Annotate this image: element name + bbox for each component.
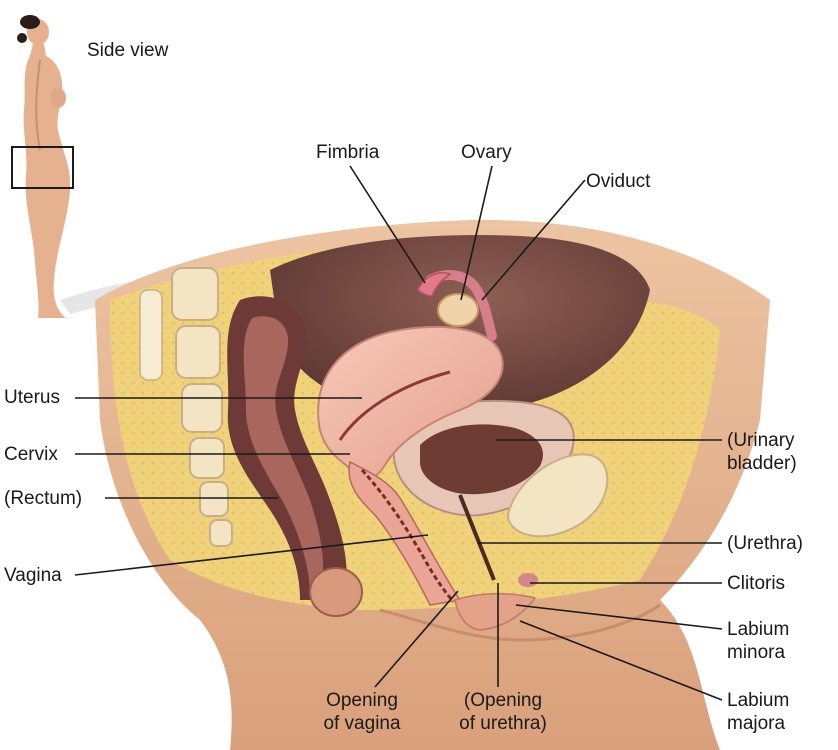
sacrum xyxy=(139,267,233,547)
vagina-canal xyxy=(348,460,462,606)
fimbria-shape xyxy=(417,272,452,297)
side-view-label: Side view xyxy=(87,40,169,61)
labium-minora-label: Labium minora xyxy=(727,618,789,664)
opening-of-urethra-label-line2: of urethra) xyxy=(459,713,547,734)
opening-of-urethra-label-line1: (Opening xyxy=(463,690,543,711)
urethra-tube xyxy=(458,494,496,581)
pubic-bone xyxy=(507,453,609,538)
cervix-label: Cervix xyxy=(4,444,58,465)
clitoris-shape xyxy=(518,573,538,587)
labium-majora-label-line2: majora xyxy=(727,713,786,734)
labium-majora-label: Labium majora xyxy=(727,689,789,735)
ovary-shape xyxy=(437,293,479,327)
vagina-label: Vagina xyxy=(4,565,62,586)
opening-of-vagina-label-line2: of vagina xyxy=(323,713,401,734)
urinary-bladder-label-line2: bladder) xyxy=(727,453,797,474)
labium-majora-label-line1: Labium xyxy=(727,690,790,711)
focus-box xyxy=(11,146,74,189)
labium-minora-label-line1: Labium xyxy=(727,619,790,640)
labia-shape xyxy=(454,593,537,631)
opening-of-vagina-label-line1: Opening xyxy=(326,690,398,711)
rectum-label: (Rectum) xyxy=(4,488,83,509)
uterus-label: Uterus xyxy=(4,387,60,408)
leader-lines xyxy=(74,165,723,701)
labium-minora-label-line2: minora xyxy=(727,642,786,663)
urinary-bladder-label: (Urinary bladder) xyxy=(727,429,797,475)
ovary-label: Ovary xyxy=(461,142,512,163)
urinary-bladder-label-line1: (Urinary xyxy=(727,430,795,451)
urethra-label: (Urethra) xyxy=(727,533,804,554)
fimbria-label: Fimbria xyxy=(316,142,380,163)
clitoris-label: Clitoris xyxy=(727,573,786,594)
opening-of-urethra-label: (Opening of urethra) xyxy=(446,689,560,735)
opening-of-vagina-label: Opening of vagina xyxy=(312,689,412,735)
oviduct-label: Oviduct xyxy=(586,171,651,192)
